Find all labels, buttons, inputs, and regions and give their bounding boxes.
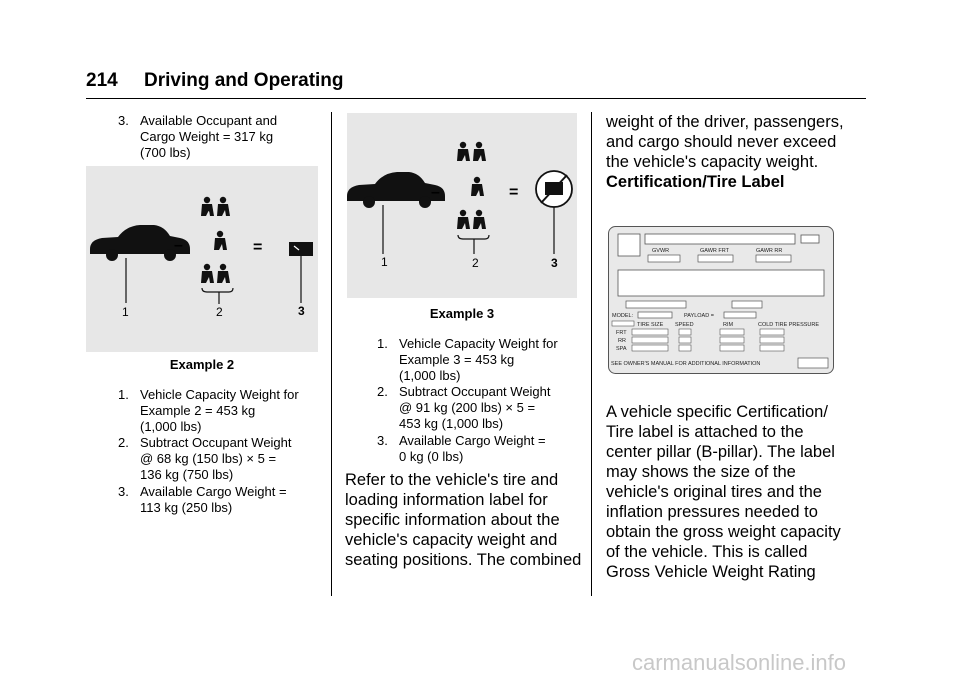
seatbelt-icon (471, 176, 484, 196)
figure-label-1: 1 (381, 255, 388, 269)
svg-text:TIRE SIZE: TIRE SIZE (637, 322, 664, 328)
no-cargo-icon (535, 170, 573, 208)
svg-text:SPA: SPA (616, 346, 627, 352)
list-item: 3. Available Cargo Weight = 0 kg (0 lbs) (377, 433, 546, 464)
car-icon (347, 172, 445, 208)
body-paragraph: A vehicle specific Certification/ Tire l… (606, 403, 841, 581)
svg-text:SEE OWNER'S MANUAL FOR ADDITIO: SEE OWNER'S MANUAL FOR ADDITIONAL INFORM… (611, 361, 760, 367)
page-header: 214 Driving and Operating (86, 70, 866, 100)
figure-caption: Example 3 (429, 306, 495, 321)
tire-label-illustration: GVWR GAWR FRT GAWR RR MODEL: PAYLOAD = T… (608, 226, 834, 374)
svg-text:RIM: RIM (723, 322, 734, 328)
equals-sign: = (253, 239, 262, 256)
svg-text:SPEED: SPEED (675, 322, 694, 328)
figure-label-2: 2 (216, 305, 223, 319)
header-rule (86, 98, 866, 99)
svg-text:MODEL:: MODEL: (612, 313, 634, 319)
example-3-figure: 1 – = 2 3 (347, 113, 577, 298)
list-item: 3. Available Occupant and Cargo Weight =… (118, 113, 278, 160)
figure-label-2: 2 (472, 256, 479, 270)
column-divider-2 (591, 112, 592, 596)
cargo-icon (289, 242, 313, 256)
seatbelt-icon (201, 196, 230, 216)
example-2-figure: 1 – = 2 3 (86, 166, 318, 352)
svg-text:RR: RR (618, 338, 626, 344)
equals-sign: = (509, 184, 518, 201)
svg-text:GVWR: GVWR (652, 248, 669, 254)
seatbelt-icon (214, 230, 227, 250)
svg-text:COLD TIRE PRESSURE: COLD TIRE PRESSURE (758, 322, 819, 328)
seatbelt-icon (457, 209, 486, 229)
svg-text:GAWR RR: GAWR RR (756, 248, 782, 254)
page-number: 214 (86, 70, 118, 91)
list-item: 3. Available Cargo Weight = 113 kg (250 … (118, 484, 287, 515)
svg-text:GAWR FRT: GAWR FRT (700, 248, 730, 254)
figure-label-1: 1 (122, 305, 129, 319)
list-item: 2. Subtract Occupant Weight @ 91 kg (200… (377, 384, 551, 431)
list-item: 1. Vehicle Capacity Weight for Example 2… (118, 387, 299, 434)
list-item: 1. Vehicle Capacity Weight for Example 3… (377, 336, 558, 383)
figure-label-3: 3 (298, 304, 305, 318)
seatbelt-icon (201, 263, 230, 283)
list-item: 2. Subtract Occupant Weight @ 68 kg (150… (118, 435, 292, 482)
figure-caption: Example 2 (169, 357, 235, 372)
body-paragraph: Refer to the vehicle's tire and loading … (345, 471, 582, 569)
svg-text:PAYLOAD =: PAYLOAD = (684, 313, 714, 319)
car-icon (90, 225, 190, 261)
minus-sign: – (431, 184, 440, 201)
figure-label-3: 3 (551, 256, 558, 270)
svg-text:FRT: FRT (616, 330, 627, 336)
subheading: Certification/Tire Label (606, 173, 785, 191)
watermark: carmanualsonline.info (632, 650, 847, 675)
column-divider-1 (331, 112, 332, 596)
minus-sign: – (174, 237, 183, 254)
seatbelt-icon (457, 141, 486, 161)
section-title: Driving and Operating (144, 70, 344, 91)
body-paragraph: weight of the driver, passengers, and ca… (606, 113, 844, 171)
